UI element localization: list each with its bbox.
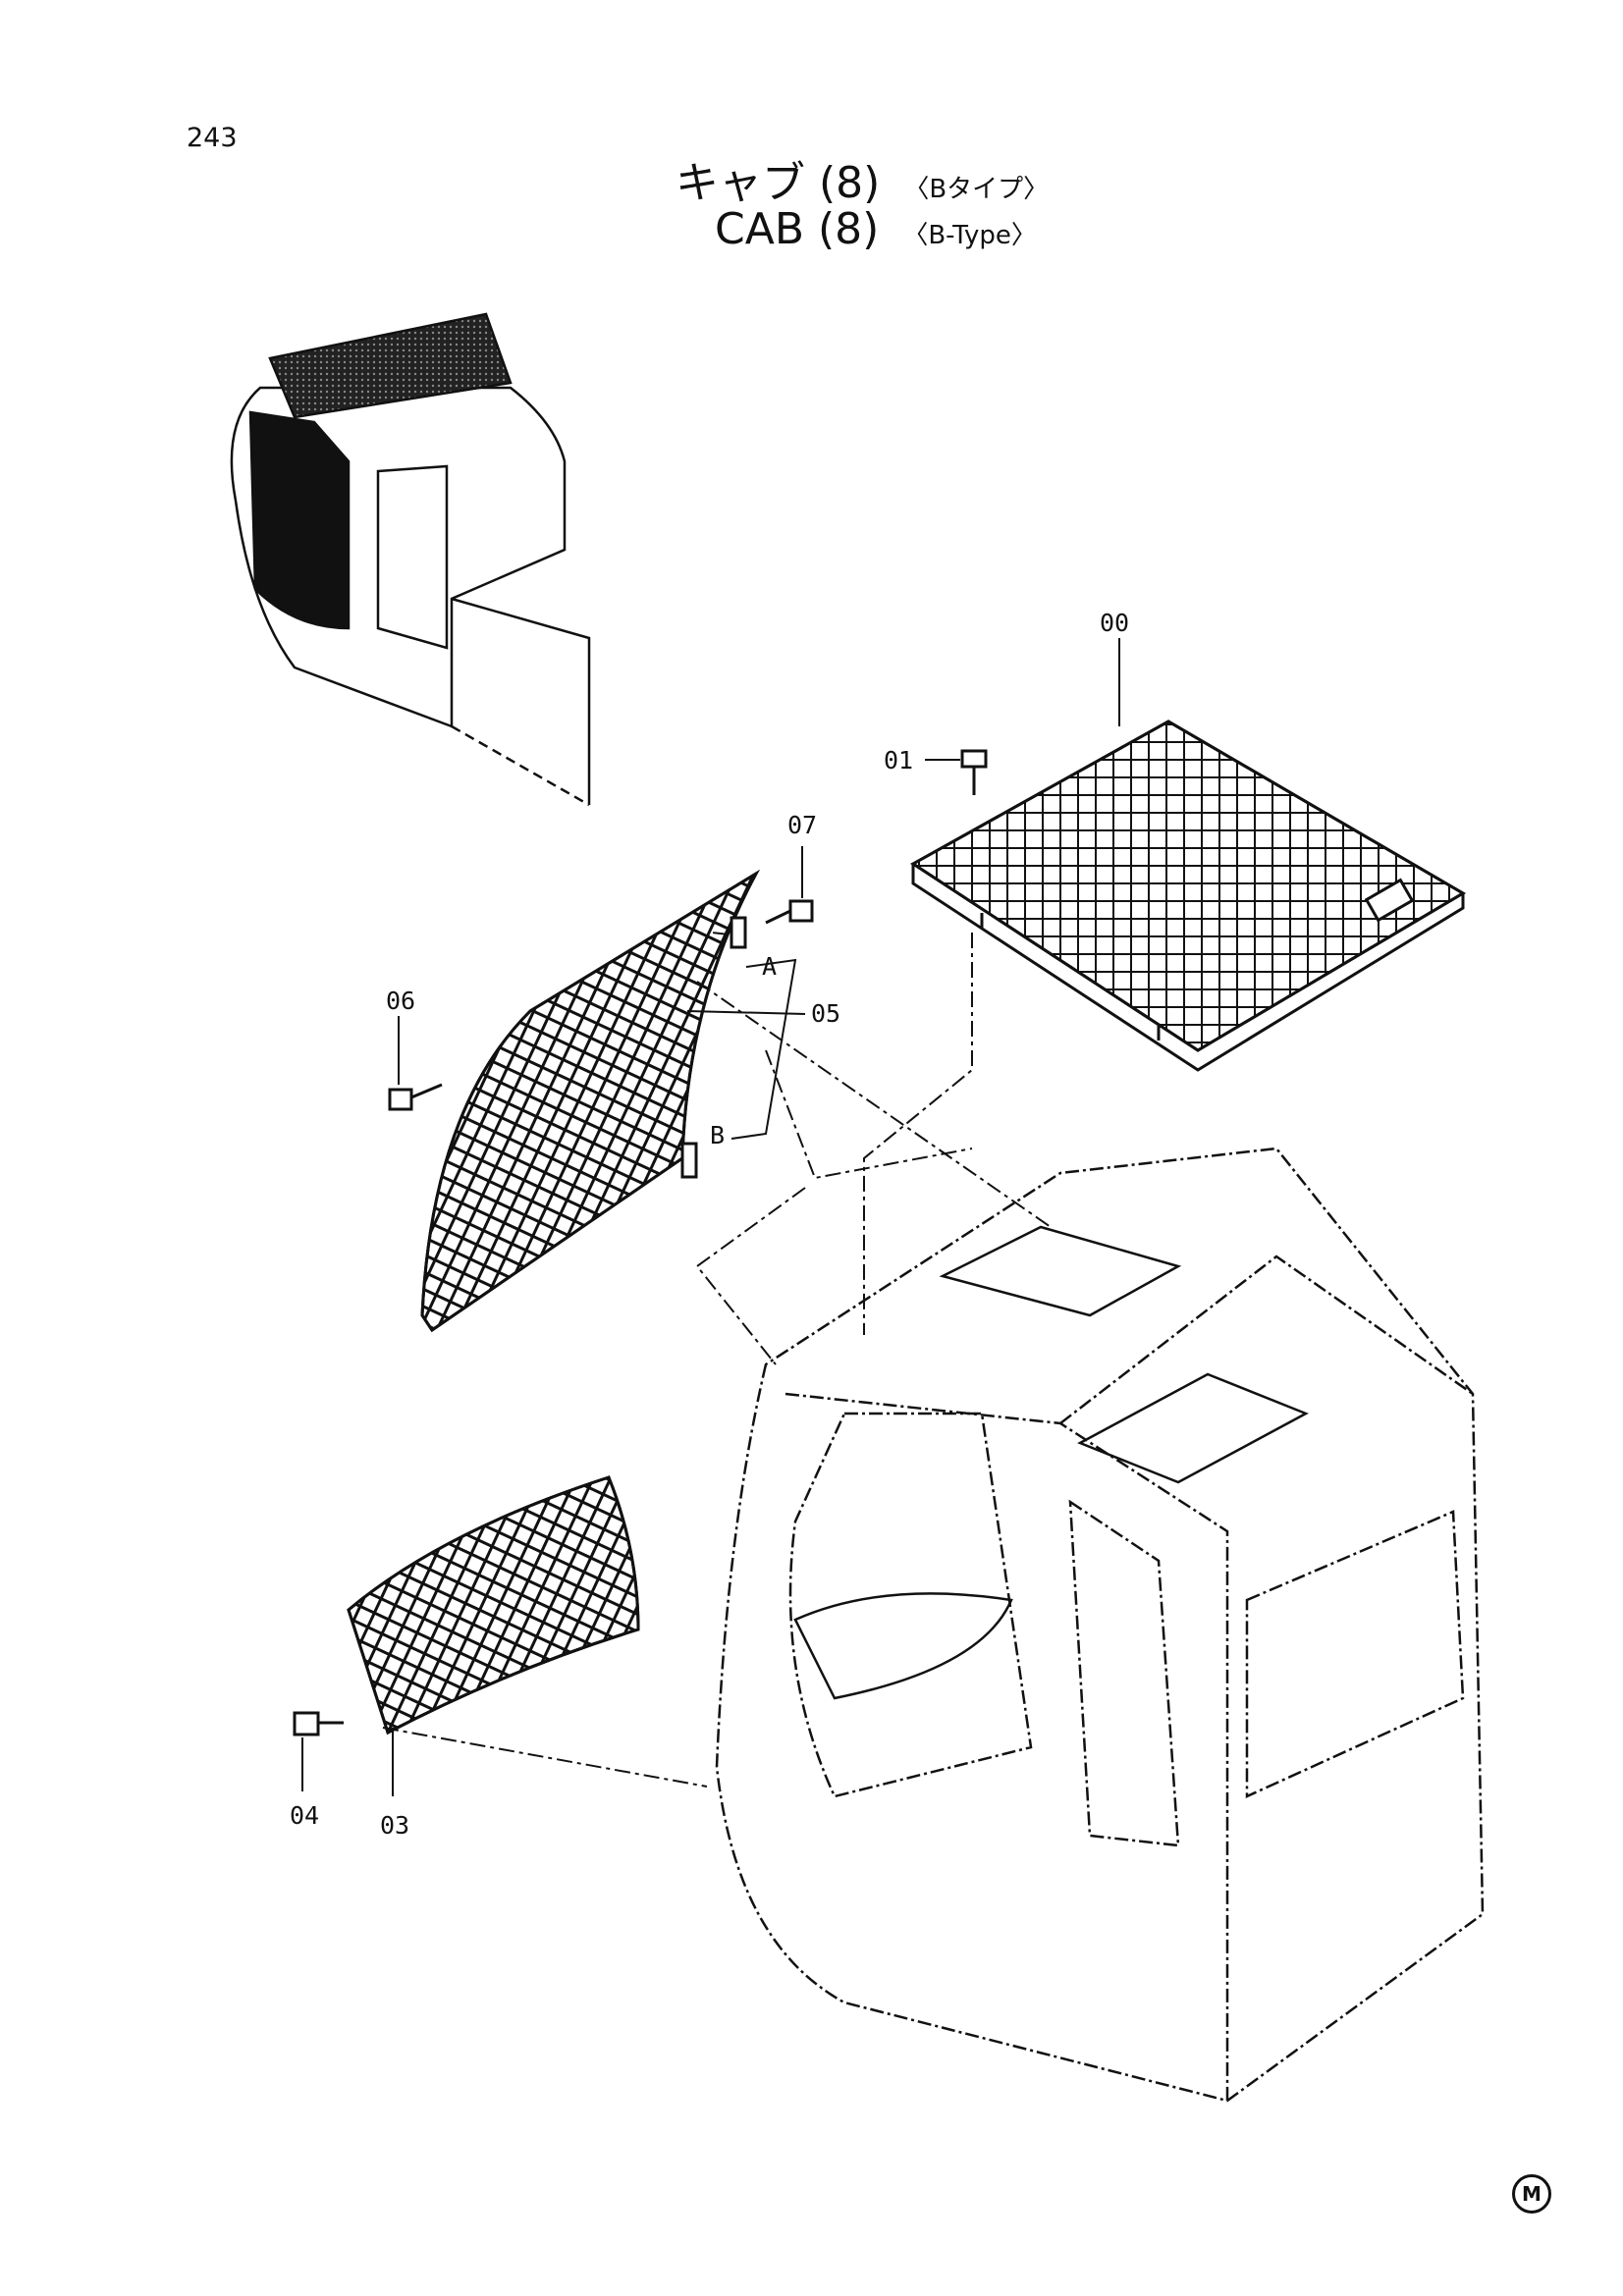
front-guard-part-05 (420, 869, 760, 1333)
title-japanese-main: キャブ (8) (676, 158, 881, 208)
leader-lines (382, 932, 1052, 1788)
page-number: 243 (187, 123, 238, 153)
manufacturer-mark: M (1512, 2174, 1551, 2214)
overview-cab (230, 312, 591, 807)
bolt-part-01 (960, 749, 988, 795)
title-english: CAB (8) 〈B-Type〉 (715, 204, 1037, 254)
callout-leaders (301, 638, 1120, 1796)
callout-06: 06 (386, 987, 416, 1015)
title-english-sub: 〈B-Type〉 (902, 221, 1037, 250)
side-guard-part-03 (347, 1475, 640, 1735)
reference-a: A (762, 952, 778, 981)
title-japanese: キャブ (8) 〈Bタイプ〉 (676, 147, 1049, 210)
bolt-part-04 (293, 1711, 344, 1736)
title-japanese-sub: 〈Bタイプ〉 (903, 175, 1050, 204)
callout-00: 00 (1100, 609, 1130, 637)
title-english-main: CAB (8) (715, 204, 880, 254)
roof-guard-part-00 (910, 720, 1466, 1072)
reference-b: B (710, 1121, 726, 1149)
cab-body (715, 1147, 1485, 2103)
bolt-part-07 (765, 899, 814, 925)
bolt-part-06 (388, 1083, 443, 1111)
callout-05: 05 (811, 999, 841, 1028)
callout-04: 04 (290, 1801, 320, 1830)
callout-01: 01 (884, 746, 914, 774)
callout-03: 03 (380, 1811, 410, 1840)
callout-07: 07 (787, 811, 818, 839)
